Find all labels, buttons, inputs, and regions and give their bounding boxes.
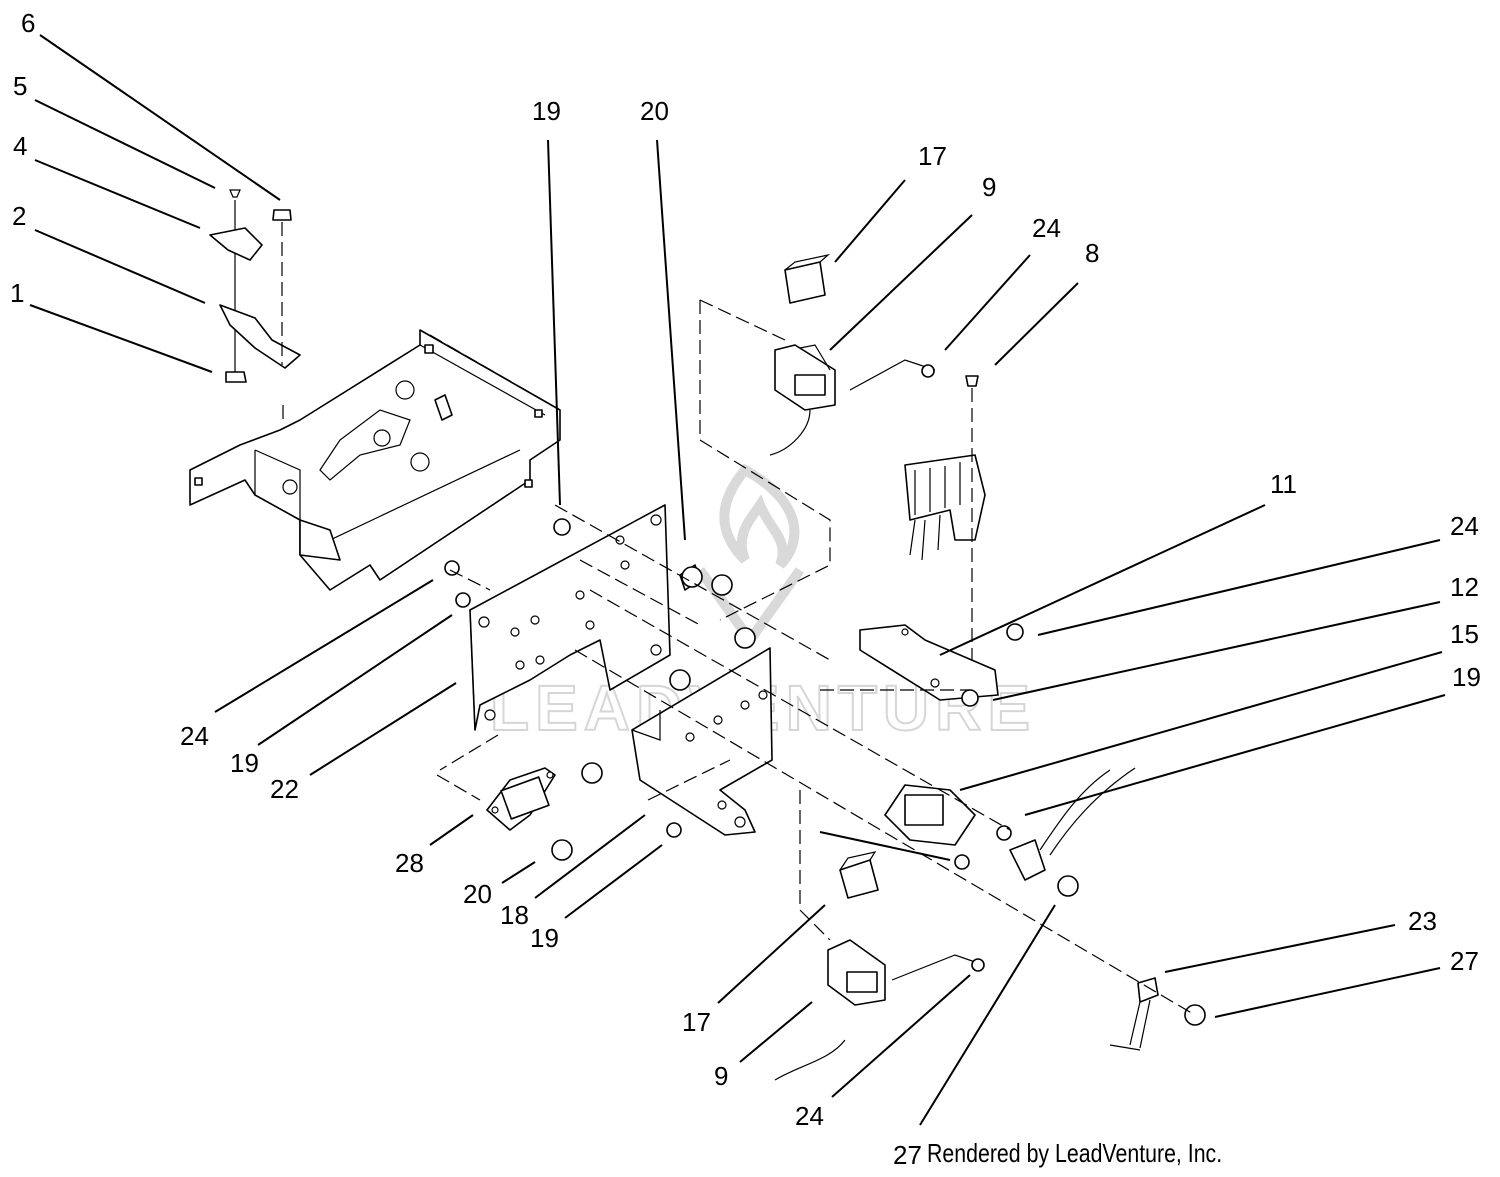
callout-11: 11 [1270, 469, 1297, 499]
relay-upper [769, 253, 836, 456]
callout-17: 17 [918, 141, 947, 171]
callout-18: 18 [500, 900, 529, 930]
callout-8: 8 [1085, 238, 1099, 268]
callout-27: 27 [1450, 946, 1479, 976]
callout-labels: 6 5 4 2 1 19 20 17 9 24 8 11 24 12 15 19… [10, 8, 1481, 1170]
mounting-bracket-chassis [189, 329, 561, 591]
leader-lines [29, 34, 1446, 1126]
callout-24: 24 [795, 1101, 824, 1131]
callout-24: 24 [1032, 213, 1061, 243]
callout-9: 9 [714, 1061, 728, 1091]
callout-12: 12 [1450, 572, 1479, 602]
regulator-module [486, 767, 556, 831]
angle-bracket [631, 647, 773, 836]
callout-19: 19 [532, 96, 561, 126]
callout-20: 20 [640, 96, 669, 126]
callout-2: 2 [12, 201, 26, 231]
bolts-group [444, 518, 756, 861]
callout-22: 22 [270, 774, 299, 804]
callout-19: 19 [230, 748, 259, 778]
callout-9: 9 [982, 172, 996, 202]
cable-terminal [1109, 977, 1206, 1051]
relay-lower [774, 851, 886, 1081]
callout-27: 27 [893, 1140, 922, 1170]
callout-24: 24 [180, 721, 209, 751]
callout-23: 23 [1408, 906, 1437, 936]
assembly-lines [282, 299, 1196, 1016]
wire-connector [904, 375, 986, 660]
callout-4: 4 [13, 131, 27, 161]
callout-15: 15 [1450, 619, 1479, 649]
callout-1: 1 [10, 278, 24, 308]
switch-bracket [859, 623, 1024, 707]
callout-19: 19 [530, 923, 559, 953]
solenoid [884, 767, 1136, 897]
callout-24: 24 [1450, 511, 1479, 541]
callout-20: 20 [463, 879, 492, 909]
mounting-plate [469, 504, 671, 731]
callout-17: 17 [682, 1007, 711, 1037]
callout-5: 5 [13, 71, 27, 101]
switch-assembly [209, 189, 301, 383]
callout-19: 19 [1452, 662, 1481, 692]
credit-text: Rendered by LeadVenture, Inc. [927, 1138, 1223, 1168]
callout-28: 28 [395, 848, 424, 878]
callout-6: 6 [21, 8, 35, 38]
